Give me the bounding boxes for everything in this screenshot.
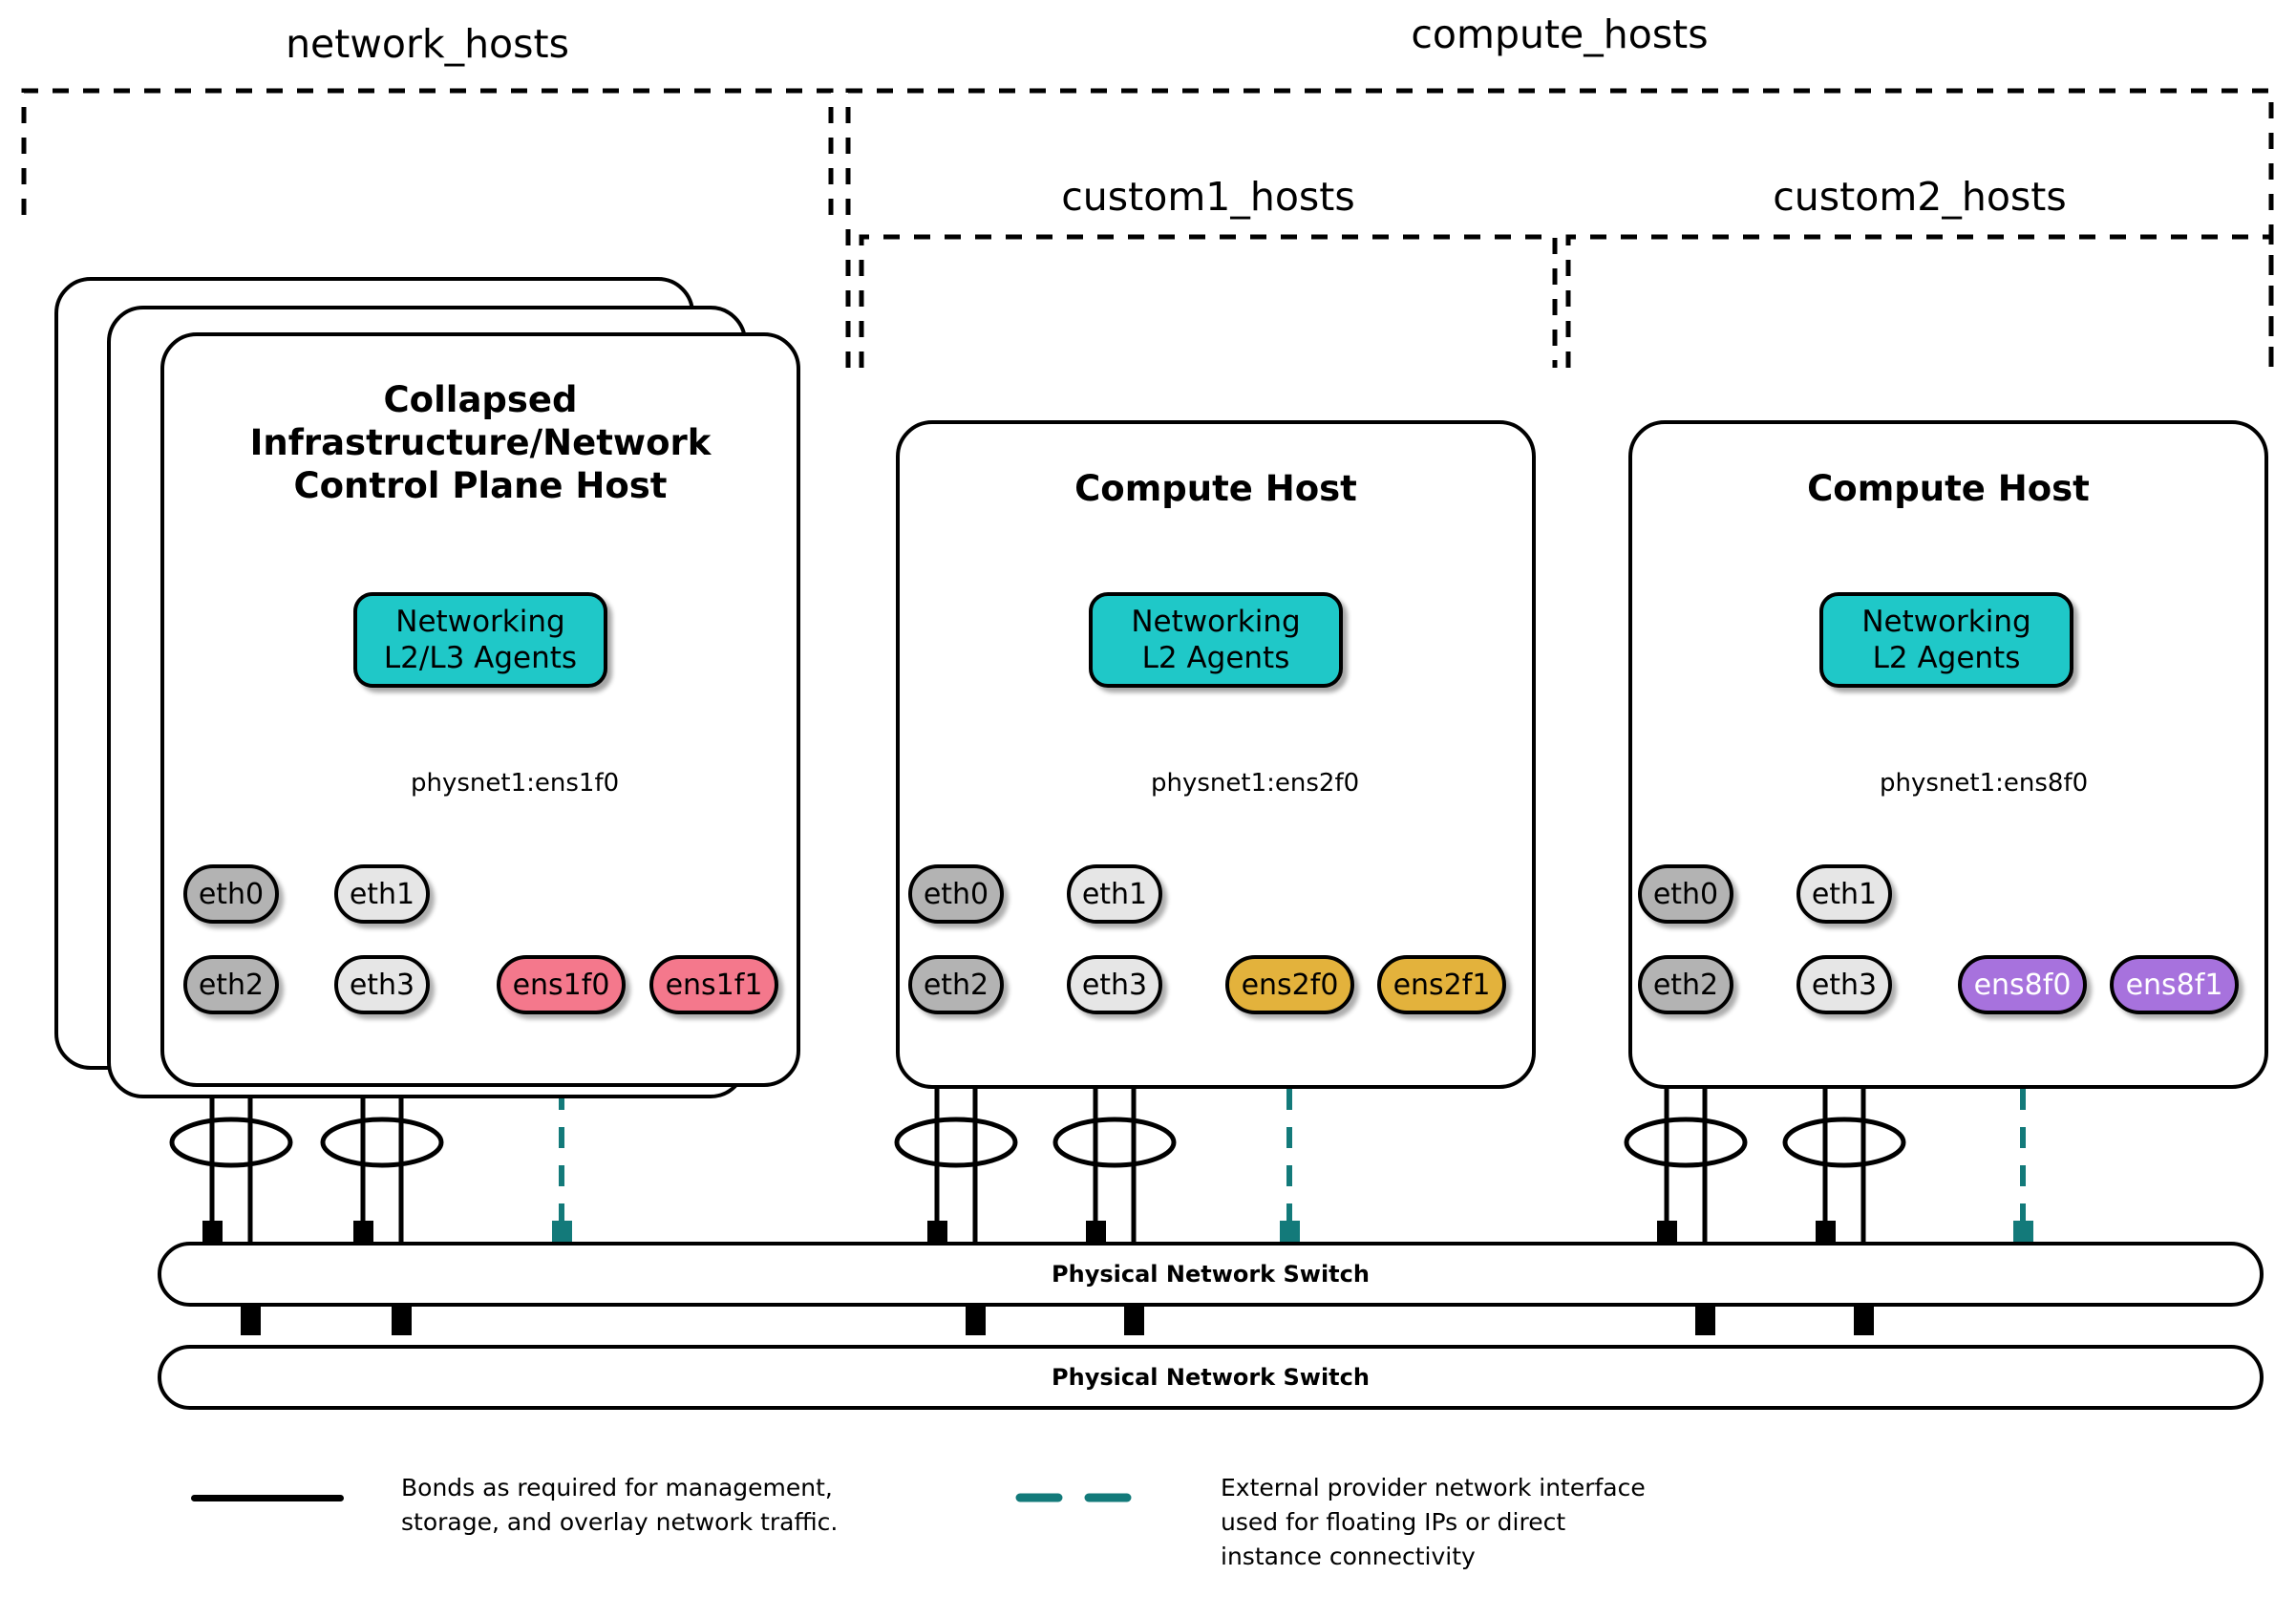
nic-compute1-ens2f0[interactable]: ens2f0 [1225,955,1354,1014]
group-frame-compute-hosts [845,88,2274,368]
legend-provider-text: External provider network interface used… [1221,1471,1755,1574]
legend-bonds-line2: storage, and overlay network traffic. [401,1508,839,1536]
physnet-label-compute2: physnet1:ens8f0 [1880,769,2089,798]
legend-bonds-text: Bonds as required for management, storag… [401,1471,879,1540]
nic-compute1-ens2f1[interactable]: ens2f1 [1377,955,1506,1014]
nic-control-eth1[interactable]: eth1 [334,864,430,924]
group-frame-custom2-hosts [1565,234,2274,368]
nic-compute2-ens8f0[interactable]: ens8f0 [1958,955,2087,1014]
host-title-control-line1: Collapsed [383,379,578,420]
nic-compute2-eth3[interactable]: eth3 [1796,955,1892,1014]
nic-compute1-eth0[interactable]: eth0 [908,864,1004,924]
host-title-compute2: Compute Host [1807,468,2090,509]
nic-compute1-eth1[interactable]: eth1 [1067,864,1162,924]
physnet-label-compute1: physnet1:ens2f0 [1151,769,1360,798]
legend-provider-line3: instance connectivity [1221,1543,1476,1570]
nic-control-eth2[interactable]: eth2 [183,955,279,1014]
group-label-compute-hosts: compute_hosts [1411,11,1709,57]
nic-compute2-eth1[interactable]: eth1 [1796,864,1892,924]
nic-compute1-eth3[interactable]: eth3 [1067,955,1162,1014]
host-title-compute1: Compute Host [1074,468,1357,509]
nic-control-eth0[interactable]: eth0 [183,864,279,924]
legend-bonds-line1: Bonds as required for management, [401,1474,833,1501]
nic-compute2-ens8f1[interactable]: ens8f1 [2110,955,2239,1014]
agent-box-control[interactable]: Networking L2/L3 Agents [353,592,607,688]
group-label-custom2-hosts: custom2_hosts [1773,174,2067,220]
switch-top[interactable]: Physical Network Switch [158,1242,2264,1307]
agent-box-compute1[interactable]: Networking L2 Agents [1089,592,1343,688]
group-frame-network-hosts [21,88,834,215]
legend-provider-line1: External provider network interface [1221,1474,1646,1501]
agent-label-compute1-line2: L2 Agents [1141,641,1290,675]
group-frame-custom1-hosts [859,234,1558,368]
physnet-label-control: physnet1:ens1f0 [411,769,620,798]
agent-label-control-line2: L2/L3 Agents [383,641,578,675]
legend-provider-line2: used for floating IPs or direct [1221,1508,1566,1536]
legend-solid-swatch [191,1495,344,1501]
agent-label-control-line1: Networking [395,605,565,639]
nic-compute2-eth2[interactable]: eth2 [1638,955,1733,1014]
nic-compute1-eth2[interactable]: eth2 [908,955,1004,1014]
group-label-network-hosts: network_hosts [286,21,569,67]
agent-label-compute2-line1: Networking [1861,605,2031,639]
host-title-control-line3: Control Plane Host [293,465,668,506]
switch-bottom[interactable]: Physical Network Switch [158,1345,2264,1410]
nic-control-ens1f0[interactable]: ens1f0 [497,955,626,1014]
nic-control-ens1f1[interactable]: ens1f1 [649,955,778,1014]
nic-compute2-eth0[interactable]: eth0 [1638,864,1733,924]
agent-label-compute2-line2: L2 Agents [1872,641,2021,675]
agent-label-compute1-line1: Networking [1131,605,1301,639]
host-title-control-line2: Infrastructure/Network [249,422,712,463]
agent-box-compute2[interactable]: Networking L2 Agents [1819,592,2073,688]
group-label-custom1-hosts: custom1_hosts [1061,174,1355,220]
nic-control-eth3[interactable]: eth3 [334,955,430,1014]
